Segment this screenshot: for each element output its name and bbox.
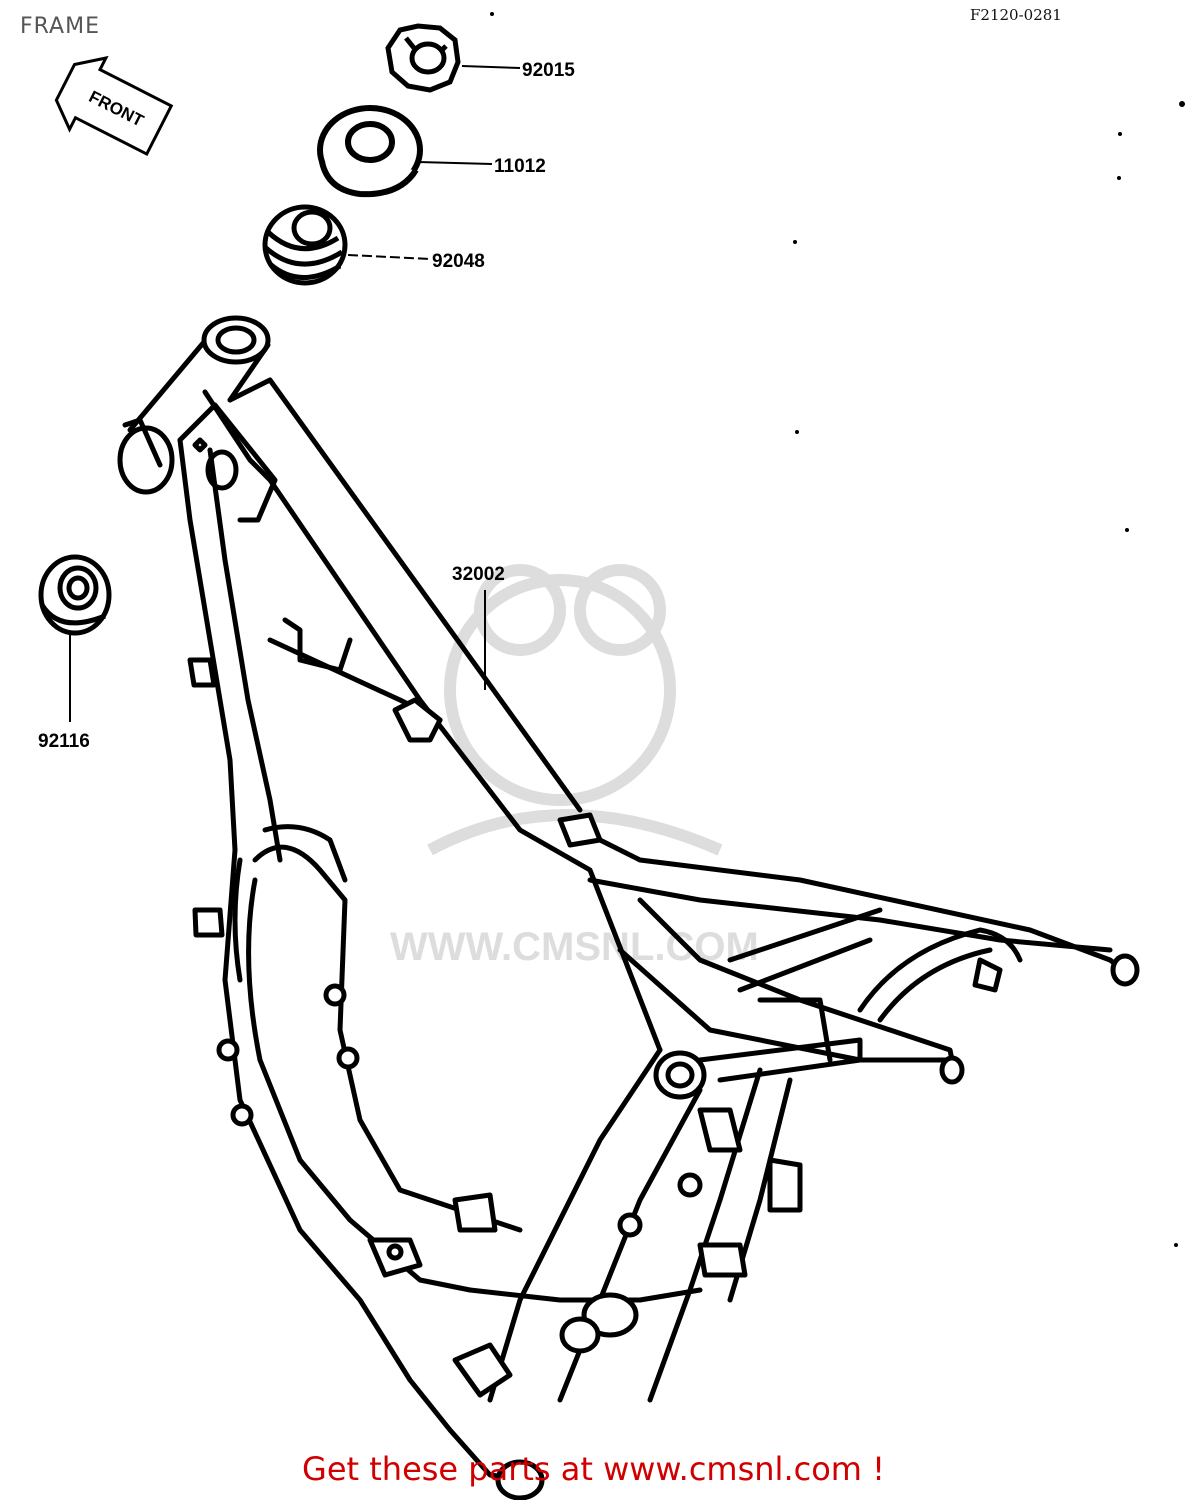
part-label-32002: 32002 [452,564,505,585]
part-32002-frame [117,315,1140,1500]
part-92048-grommet [262,204,348,286]
diagram-code: F2120-0281 [970,6,1062,24]
part-label-92116: 92116 [38,731,90,752]
leader-92015 [461,65,521,69]
part-92116-bearing [38,554,112,636]
part-label-11012: 11012 [494,156,546,177]
watermark-logo [427,564,723,856]
front-arrow: FRONT [54,55,174,157]
part-label-92048: 92048 [432,251,485,272]
watermark-text: WWW.CMSNL.COM [390,925,759,969]
leader-11012 [417,161,493,165]
page-title: FRAME [20,14,100,39]
footer-link[interactable]: Get these parts at www.cmsnl.com ! [302,1450,885,1488]
scan-specks [490,12,1185,1247]
part-label-92015: 92015 [522,60,575,81]
part-92015-collar-ring [385,23,461,93]
leader-92048 [347,254,431,260]
part-11012-washer-ring [317,105,423,198]
